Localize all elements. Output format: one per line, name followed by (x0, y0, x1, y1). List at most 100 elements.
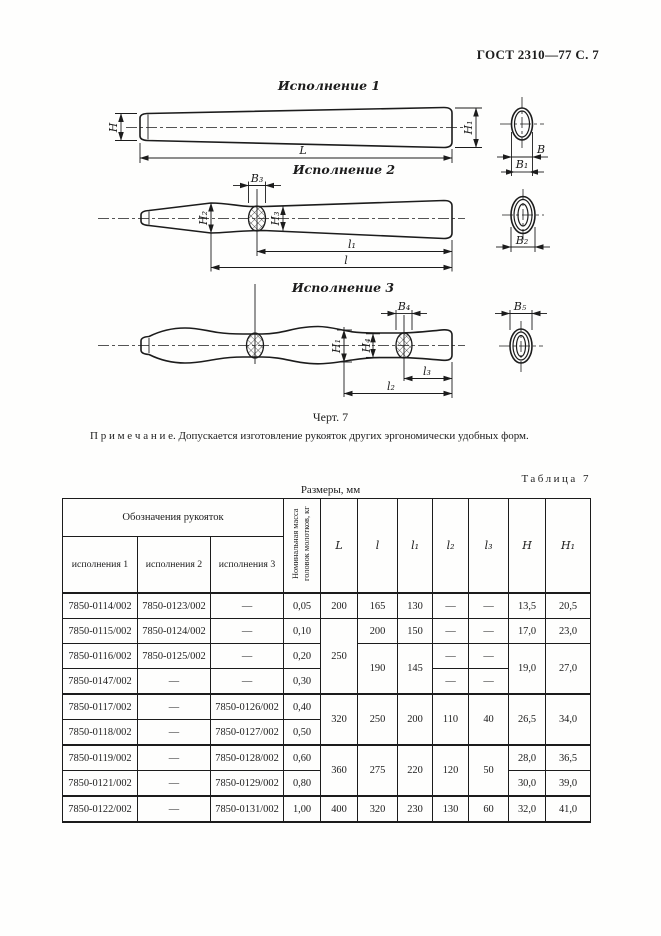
table-cell: 40 (468, 693, 510, 746)
variant3-drawing: Исполнение 3 В₄ H₁ H₄ (98, 280, 465, 398)
table-caption: Таблица 7 (521, 473, 591, 485)
variant1-section-view: В В₁ (497, 97, 548, 176)
table-cell: 7850-0126/002 (209, 693, 285, 720)
table-cell: 7850-0123/002 (137, 592, 211, 619)
col-header-v3: исполнения 3 (209, 536, 285, 594)
table-cell: 39,0 (545, 770, 592, 797)
col-header-l3: l₃ (468, 498, 510, 594)
table-row: 7850-0116/002 7850-0125/002 — 0,20 190 1… (62, 643, 592, 695)
variant2-dim-B3: В₃ (250, 172, 264, 185)
table-row: 7850-0117/002 — 7850-0126/002 0,40 320 2… (62, 693, 592, 746)
variant3-dim-H4: H₄ (360, 338, 373, 353)
table-cell: 120 (432, 744, 470, 797)
table-cell: 0,30 (283, 668, 322, 695)
table-cell: 130 (397, 592, 434, 619)
variant1-dim-B: В (536, 143, 545, 156)
table-cell: 200 (320, 592, 359, 619)
variant1-drawing: Исполнение 1 H H₁ L (107, 78, 482, 163)
variant2-section-view: В₂ (496, 189, 550, 252)
table-cell: 17,0 (508, 618, 547, 644)
table-cell: 27,0 (545, 643, 592, 695)
table-row: 7850-0147/002 — — 0,30 — — (62, 668, 591, 695)
col-header-H: H (508, 498, 547, 594)
table-cell: 7850-0119/002 (62, 744, 138, 771)
col-header-l2: l₂ (432, 498, 470, 594)
table-cell: — (468, 668, 510, 695)
variant1-dim-H1: H₁ (462, 120, 475, 135)
table-cell: 275 (357, 744, 399, 797)
variant1-title: Исполнение 1 (277, 78, 380, 93)
table-cell: 34,0 (545, 693, 592, 746)
table-row: 7850-0122/002 — 7850-0131/002 1,00 400 3… (62, 795, 592, 823)
table-cell: 60 (468, 795, 510, 823)
table-cell: 32,0 (508, 795, 547, 823)
table-cell: 23,0 (545, 618, 592, 644)
table-cell: 150 (397, 618, 434, 644)
table-cell: — (432, 592, 470, 619)
table-header-row-sub: исполнения 1 исполнения 2 исполнения 3 (62, 536, 591, 594)
table-cell: — (432, 643, 470, 669)
col-header-H1: H₁ (545, 498, 592, 594)
table-cell: 0,50 (283, 719, 322, 746)
table-cell: 30,0 (508, 770, 547, 797)
table-cell: 7850-0116/002 (62, 643, 138, 669)
table-cell: 145 (397, 643, 434, 695)
table-cell: 320 (357, 795, 399, 823)
table-cell: 165 (357, 592, 399, 619)
table-cell: 360 (320, 744, 359, 797)
table-cell: 110 (432, 693, 470, 746)
table-cell: 1,00 (283, 795, 322, 823)
table-cell: — (137, 719, 211, 746)
table-cell: 7850-0114/002 (62, 592, 138, 619)
table-cell: 200 (357, 618, 399, 644)
table-cell: 7850-0121/002 (62, 770, 138, 797)
variant3-dim-H1: H₁ (330, 339, 343, 354)
figure-7-drawings: Исполнение 1 H H₁ L (98, 78, 550, 398)
table-row: 7850-0121/002 — 7850-0129/002 0,80 30,0 … (62, 770, 592, 797)
table-cell: 7850-0122/002 (62, 795, 138, 823)
table-cell: 320 (320, 693, 359, 746)
variant2-dim-l: l (344, 254, 348, 267)
table-cell: — (468, 618, 510, 644)
table-cell: 7850-0117/002 (62, 693, 138, 720)
table-row: 7850-0119/002 — 7850-0128/002 0,60 360 2… (62, 744, 592, 797)
table-cell: 130 (432, 795, 470, 823)
col-header-v2: исполнения 2 (137, 536, 211, 594)
variant3-dim-B4: В₄ (397, 300, 411, 313)
table-cell: 7850-0127/002 (209, 719, 285, 746)
table-cell: 7850-0125/002 (137, 643, 211, 669)
col-header-mass-label: Номинальная масса головок молотков, кг (291, 506, 312, 582)
variant2-dim-H3: H₃ (269, 211, 282, 226)
variant1-dim-H: H (107, 122, 120, 133)
table-cell: 7850-0115/002 (62, 618, 138, 644)
col-header-l1: l₁ (397, 498, 434, 594)
table-cell: — (137, 795, 211, 823)
table-cell: 0,80 (283, 770, 322, 797)
table-cell: 250 (320, 618, 359, 695)
variant2-dim-B2: В₂ (515, 234, 529, 247)
table-cell: 7850-0128/002 (209, 744, 285, 771)
table-cell: 19,0 (508, 643, 547, 695)
group-header: Обозначения рукояток (61, 498, 285, 537)
variant3-dim-B5: В₅ (513, 300, 527, 313)
table-cell: — (468, 643, 510, 669)
table-cell: 0,10 (283, 618, 322, 644)
table-cell: 20,5 (545, 592, 592, 619)
table-cell: 36,5 (545, 744, 592, 771)
table-cell: 0,40 (283, 693, 322, 720)
table-cell: — (432, 618, 470, 644)
dimensions-table: Обозначения рукояток Номинальная масса г… (61, 498, 592, 823)
table-cell: 190 (357, 643, 399, 695)
variant3-dim-l3: l₃ (423, 365, 431, 378)
table-row: 7850-0114/002 7850-0123/002 — 0,05 200 1… (62, 592, 592, 619)
units-label: Размеры, мм (300, 484, 361, 496)
table-cell: 28,0 (508, 744, 547, 771)
col-header-v1: исполнения 1 (62, 536, 138, 594)
variant3-title: Исполнение 3 (291, 280, 395, 295)
variant2-title: Исполнение 2 (292, 162, 396, 177)
table-cell: 7850-0124/002 (137, 618, 211, 644)
table-cell: — (137, 693, 211, 720)
figure-caption: Черт. 7 (312, 410, 349, 424)
col-header-L: L (320, 498, 359, 594)
